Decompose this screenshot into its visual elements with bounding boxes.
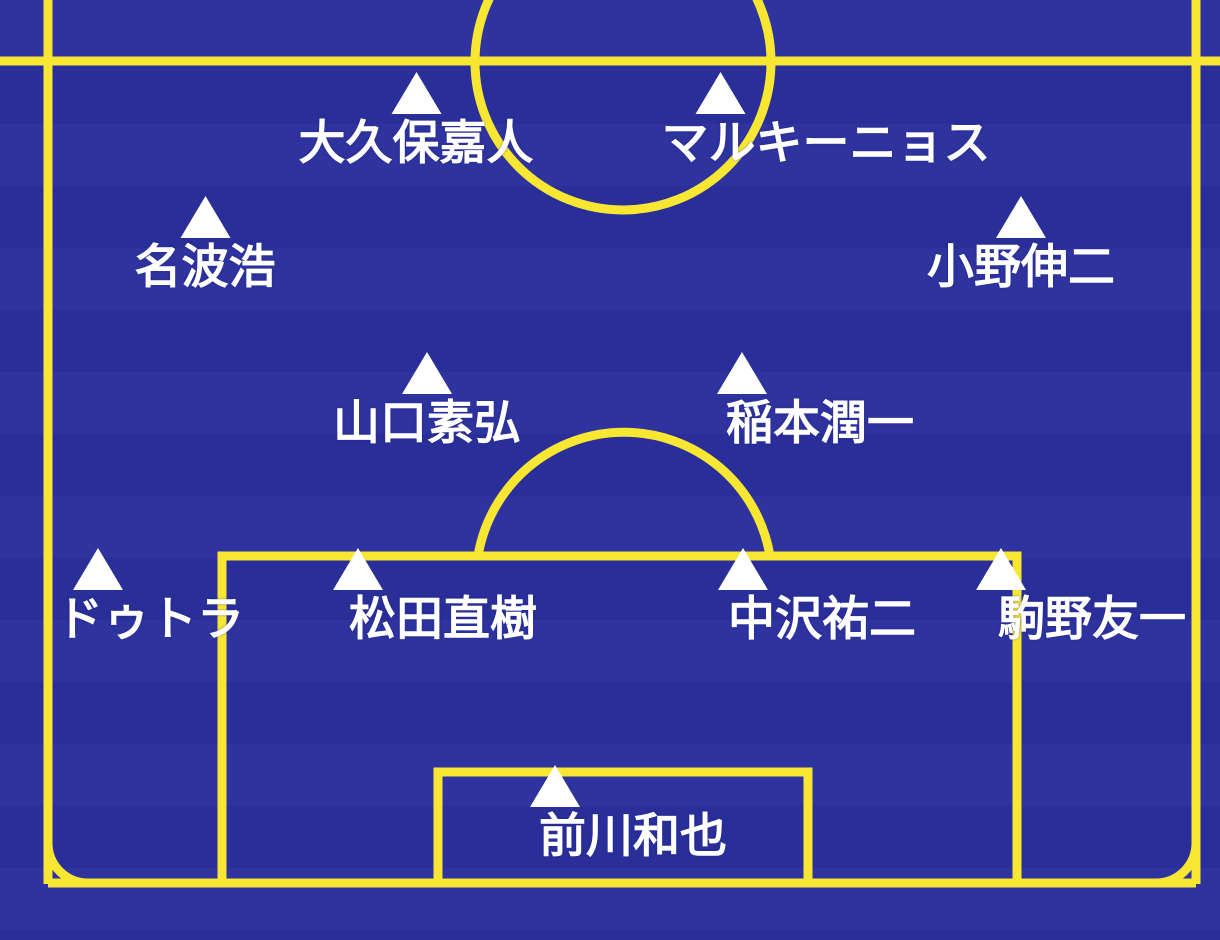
player-name-label: 前川和也 [539,809,727,864]
player-name-label: 大久保嘉人 [298,116,534,171]
triangle-up-icon [717,352,767,394]
player-name-label: 駒野友一 [998,592,1186,647]
player-midfielder-left[interactable]: 名波浩 [135,196,276,291]
triangle-up-icon [695,72,746,114]
player-name-label: 稲本潤一 [726,396,914,451]
triangle-up-icon [180,196,230,238]
player-name-label: ドゥトラ [56,592,244,647]
player-name-label: 中沢祐二 [728,592,916,647]
player-name-label: 名波浩 [134,240,276,295]
player-defender-center-left[interactable]: 松田直樹 [333,548,537,647]
corner-arc-bottom-right [1155,842,1201,888]
player-name-label: 小野伸二 [927,240,1115,295]
triangle-up-icon [73,548,123,590]
triangle-up-icon [718,548,768,590]
player-midfielder-right[interactable]: 小野伸二 [927,196,1115,291]
player-name-label: 山口素弘 [333,396,521,451]
player-central-midfielder-right[interactable]: 稲本潤一 [717,352,914,451]
player-defender-left-back[interactable]: ドゥトラ [56,548,244,643]
player-defender-center-right[interactable]: 中沢祐二 [718,548,916,647]
corner-arc-bottom-left [43,842,89,888]
triangle-up-icon [996,196,1046,238]
player-defender-right-back[interactable]: 駒野友一 [976,548,1186,647]
triangle-up-icon [976,548,1026,590]
player-goalkeeper[interactable]: 前川和也 [530,765,727,864]
triangle-up-icon [333,548,383,590]
triangle-up-icon [391,72,441,114]
triangle-up-icon [530,765,580,807]
player-central-midfielder-left[interactable]: 山口素弘 [333,352,521,447]
player-name-label: マルキーニョス [661,116,991,171]
player-name-label: 松田直樹 [349,592,537,647]
player-forward-1[interactable]: 大久保嘉人 [299,72,534,167]
triangle-up-icon [402,352,452,394]
player-forward-2[interactable]: マルキーニョス [662,72,991,167]
